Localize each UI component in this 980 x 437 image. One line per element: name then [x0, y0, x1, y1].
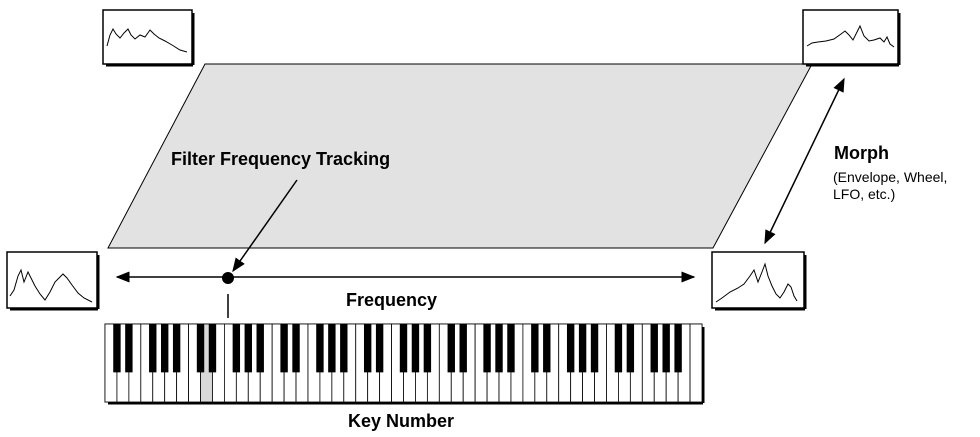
- black-key: [280, 324, 288, 373]
- spectrum-icon-bottom-left: [6, 251, 100, 311]
- tracking-label: Filter Frequency Tracking: [171, 149, 391, 169]
- black-key: [543, 324, 551, 373]
- morph-label: Morph: [834, 143, 889, 163]
- black-key: [531, 324, 539, 373]
- key-number-label: Key Number: [348, 411, 455, 431]
- black-key: [316, 324, 324, 373]
- black-key: [507, 324, 515, 373]
- black-key: [662, 324, 670, 373]
- black-key: [614, 324, 623, 373]
- black-key: [566, 324, 575, 373]
- black-key: [495, 324, 503, 373]
- black-key: [232, 324, 241, 373]
- black-key: [459, 324, 467, 373]
- black-key: [196, 324, 205, 373]
- black-key: [447, 324, 455, 373]
- black-key: [292, 324, 300, 373]
- black-key: [363, 324, 372, 373]
- black-key: [626, 324, 635, 373]
- spectrum-icon-top-right: [802, 9, 901, 67]
- black-key: [208, 324, 217, 373]
- black-key: [375, 324, 384, 373]
- black-key: [423, 324, 432, 373]
- black-key: [650, 324, 658, 373]
- black-key: [411, 324, 420, 373]
- black-key: [113, 324, 121, 373]
- tracking-pointer-arrow: [232, 179, 298, 273]
- black-key: [149, 324, 157, 373]
- frequency-label: Frequency: [346, 290, 438, 310]
- spectrum-icon-bottom-right: [711, 251, 807, 311]
- black-key: [328, 324, 336, 373]
- black-key: [125, 324, 133, 373]
- black-key: [399, 324, 408, 373]
- black-key: [256, 324, 264, 373]
- morph-sources-line-1: (Envelope, Wheel,: [833, 169, 948, 185]
- black-key: [590, 324, 599, 373]
- black-key: [483, 324, 491, 373]
- tracking-point: [222, 272, 234, 284]
- black-key: [172, 324, 181, 373]
- black-key: [340, 324, 348, 373]
- black-key: [244, 324, 252, 373]
- black-key: [578, 324, 587, 373]
- morph-plane: [107, 63, 813, 249]
- piano-keyboard: [104, 323, 705, 405]
- morph-arrow: [764, 77, 845, 245]
- white-key: [689, 323, 703, 403]
- spectrum-icon-top-left: [102, 9, 195, 67]
- black-key: [674, 324, 682, 373]
- black-key: [161, 324, 169, 373]
- morph-sources-line-2: LFO, etc.): [833, 186, 896, 202]
